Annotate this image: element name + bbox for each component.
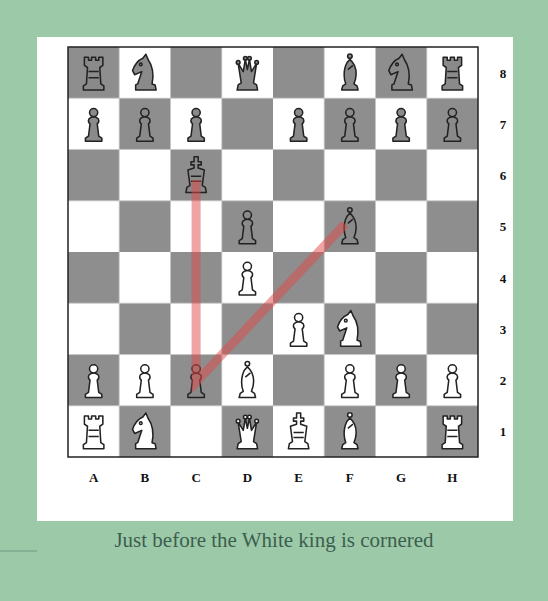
white-panel [37, 37, 513, 521]
file-letter: E [294, 471, 303, 484]
rule-line [0, 551, 37, 552]
chess-board [68, 47, 478, 457]
rank-number: 8 [500, 66, 507, 79]
white-pieces [83, 262, 462, 449]
black-pieces [83, 54, 462, 398]
rank-number: 1 [500, 425, 507, 438]
caption: Just before the White king is cornered [0, 528, 548, 553]
rank-number: 5 [500, 220, 507, 233]
file-letter: A [89, 471, 98, 484]
rank-number: 4 [500, 271, 507, 284]
file-letter: H [447, 471, 457, 484]
file-letter: G [396, 471, 406, 484]
file-letter: F [346, 471, 354, 484]
file-letter: D [243, 471, 252, 484]
file-letter: B [141, 471, 150, 484]
rank-number: 3 [500, 322, 507, 335]
rank-number: 6 [500, 169, 507, 182]
rank-number: 2 [500, 374, 507, 387]
attack-line [196, 180, 345, 382]
rank-number: 7 [500, 117, 507, 130]
file-letter: C [191, 471, 200, 484]
